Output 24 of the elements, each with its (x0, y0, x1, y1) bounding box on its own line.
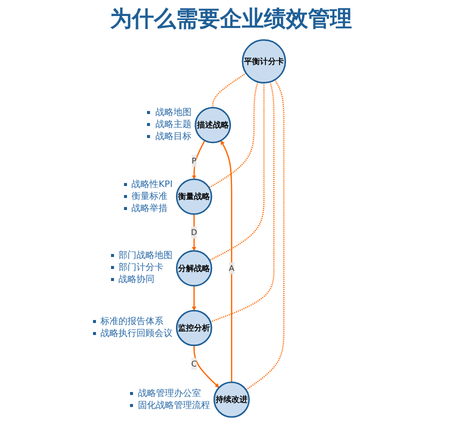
bullet-text: 战略举措 (132, 204, 168, 214)
arrow (192, 140, 206, 180)
bullet-text: 标准的报告体系 (100, 316, 164, 327)
connector (208, 82, 259, 188)
bullet-text: 战略地图 (155, 108, 192, 118)
bullet-text: 战略执行回顾会议 (100, 328, 173, 339)
bullet-text: 战略协同 (118, 275, 155, 286)
bullet-text: 固化战略管理流程 (138, 400, 210, 411)
arrow (193, 345, 220, 388)
arrow (220, 140, 232, 382)
bullet-text: 衡量标准 (132, 192, 168, 202)
connector (209, 82, 265, 261)
bullet-text: 战略主题 (155, 120, 192, 130)
bullet-text: 战略性KPI (132, 180, 173, 190)
connector (246, 79, 284, 390)
arrow (192, 286, 196, 311)
bullet-text: 部门计分卡 (118, 263, 164, 274)
bullet-text: 部门战略地图 (118, 251, 173, 262)
connector (210, 82, 275, 322)
arrow (192, 214, 196, 252)
diagram-title: 为什么需要企业绩效管理 (109, 6, 353, 34)
bullet-text: 战略管理办公室 (138, 388, 202, 399)
connector (212, 72, 246, 108)
bullet-text: 战略目标 (155, 132, 192, 142)
